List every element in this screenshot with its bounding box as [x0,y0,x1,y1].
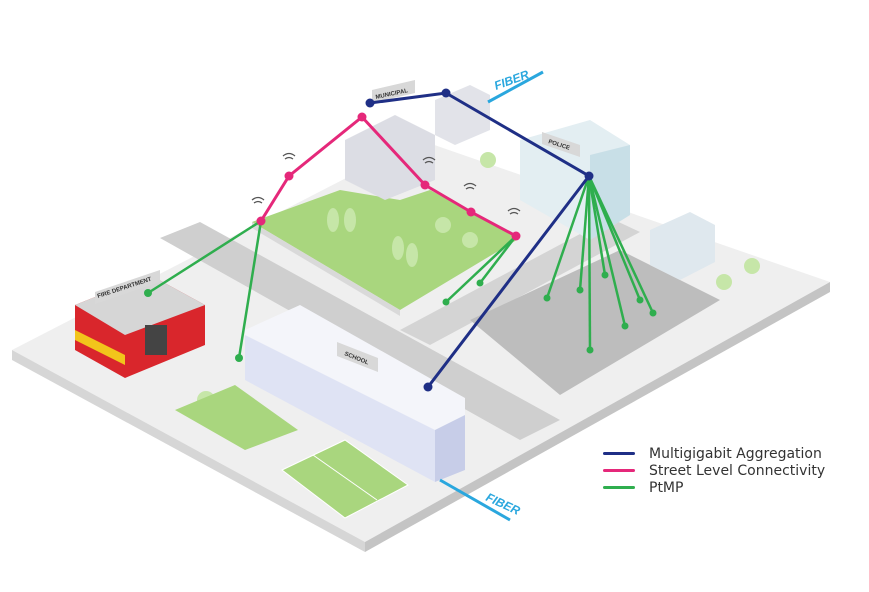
legend-label: PtMP [649,479,684,496]
street-level-nodes [256,112,521,241]
office-building [650,212,715,280]
legend-item-street-level: Street Level Connectivity [603,462,825,479]
fiber-line-bottom [439,478,511,522]
ptmp-links [147,175,655,359]
garage-door [145,325,167,355]
street-level-links [259,114,517,238]
ground-edge-right [365,282,830,552]
ground-edge-left [12,350,365,552]
aggregation-links [369,91,592,388]
legend-swatch-pink [603,469,635,472]
aggregation-nodes [365,88,594,392]
legend-swatch-green [603,486,635,489]
fire-department-roof [75,275,205,335]
road [160,222,560,440]
legend-item-ptmp: PtMP [603,479,825,496]
fiber-line-top [487,70,544,104]
wifi-icons [251,152,521,215]
legend-label: Street Level Connectivity [649,462,826,479]
school-side [435,415,465,482]
park [252,190,520,310]
legend-label: Multigigabit Aggregation [649,445,822,462]
soccer-midline [312,454,378,501]
road [400,218,640,345]
fire-department-stripe [75,330,125,365]
police-building-front [590,145,630,240]
municipal-building [345,115,435,200]
parking-lot [470,250,720,395]
legend-swatch-blue [603,452,635,455]
municipal-annex [435,85,490,145]
legend: Multigigabit Aggregation Street Level Co… [603,445,825,496]
school-yard [175,385,298,450]
school-facade [245,335,435,482]
legend-item-aggregation: Multigigabit Aggregation [603,445,825,462]
fiber-label-bottom: FIBER [484,490,523,518]
ground-platform [12,140,830,542]
soccer-field [281,439,409,519]
park-edge [252,222,400,316]
ptmp-nodes [144,271,657,362]
